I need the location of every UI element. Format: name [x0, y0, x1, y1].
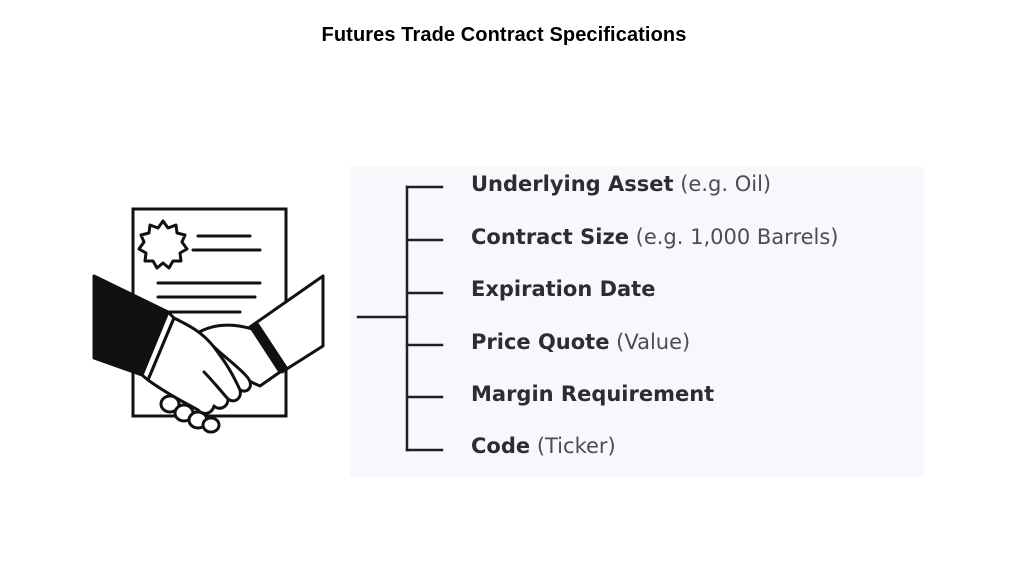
handshake-contract-icon: [92, 207, 325, 434]
spec-item-expiration-date: Expiration Date: [471, 274, 655, 304]
spec-panel: [350, 167, 924, 477]
spec-label: Underlying Asset: [471, 172, 674, 196]
bracket-connector: [356, 185, 444, 452]
spec-item-underlying-asset: Underlying Asset (e.g. Oil): [471, 169, 771, 199]
spec-note: (Ticker): [536, 434, 616, 458]
document-text-lines: [156, 234, 262, 314]
spec-item-margin-requirement: Margin Requirement: [471, 379, 714, 409]
spec-note: (e.g. Oil): [680, 172, 772, 196]
seal-icon: [137, 219, 189, 270]
spec-label: Code: [471, 434, 531, 458]
spec-item-contract-size: Contract Size (e.g. 1,000 Barrels): [471, 222, 839, 252]
spec-note: (e.g. 1,000 Barrels): [635, 225, 839, 249]
spec-label: Price Quote: [471, 330, 610, 354]
finger-creases: [202, 345, 242, 401]
page-title: Futures Trade Contract Specifications: [321, 24, 687, 46]
fingers: [159, 394, 221, 434]
spec-label: Contract Size: [471, 225, 629, 249]
spec-item-code: Code (Ticker): [471, 431, 616, 461]
spec-note: (Value): [616, 330, 691, 354]
spec-item-price-quote: Price Quote (Value): [471, 327, 690, 357]
spec-label: Expiration Date: [471, 277, 656, 301]
spec-label: Margin Requirement: [471, 382, 715, 406]
